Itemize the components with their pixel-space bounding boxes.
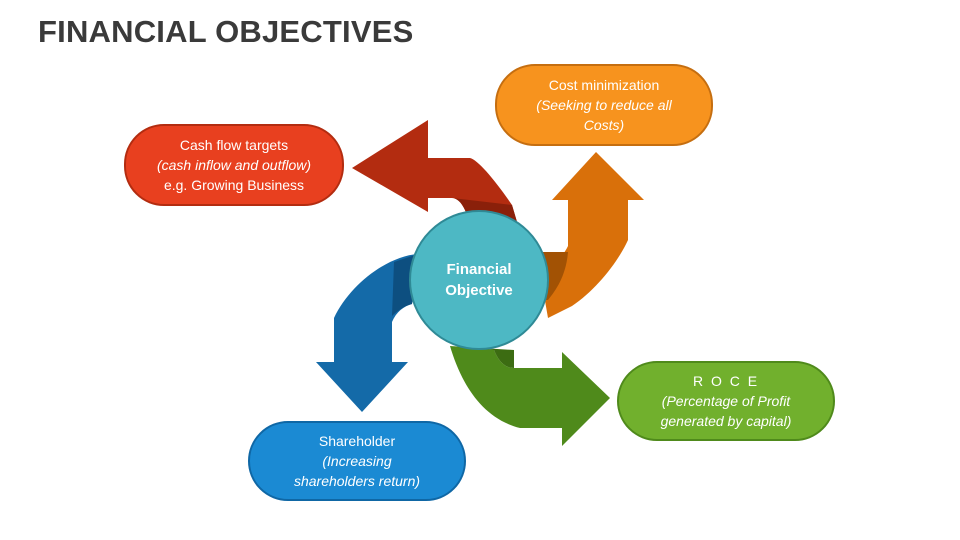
node-subtitle-cont: generated by capital) [660,413,792,429]
green-arrow-shade [450,346,514,368]
blue-arrow [316,254,418,412]
node-subtitle: (Seeking to reduce all [536,97,672,113]
node-title: R O C E [692,373,760,389]
node-shareholder: Shareholder (Increasing shareholders ret… [248,421,466,501]
node-subtitle-cont: shareholders return) [293,473,421,489]
node-subtitle: (Increasing [322,453,392,469]
node-cash-flow-targets: Cash flow targets (cash inflow and outfl… [124,124,344,206]
node-subtitle-cont: Costs) [583,117,625,133]
node-title: Cash flow targets [179,137,289,153]
node-subtitle: (cash inflow and outflow) [156,157,312,173]
node-cost-minimization: Cost minimization (Seeking to reduce all… [495,64,713,146]
page-title: FINANCIAL OBJECTIVES [38,14,414,49]
node-subtitle: (Percentage of Profit [661,393,791,409]
green-arrow [450,346,610,446]
node-roce: R O C E (Percentage of Profit generated … [617,361,835,441]
orange-arrow [540,152,644,318]
center-circle: Financial Objective [409,210,549,350]
node-title: Shareholder [318,433,396,449]
center-label-line2: Objective [445,282,513,299]
node-title: Cost minimization [548,77,660,93]
node-example: e.g. Growing Business [163,177,305,193]
center-label-line1: Financial [446,261,512,278]
